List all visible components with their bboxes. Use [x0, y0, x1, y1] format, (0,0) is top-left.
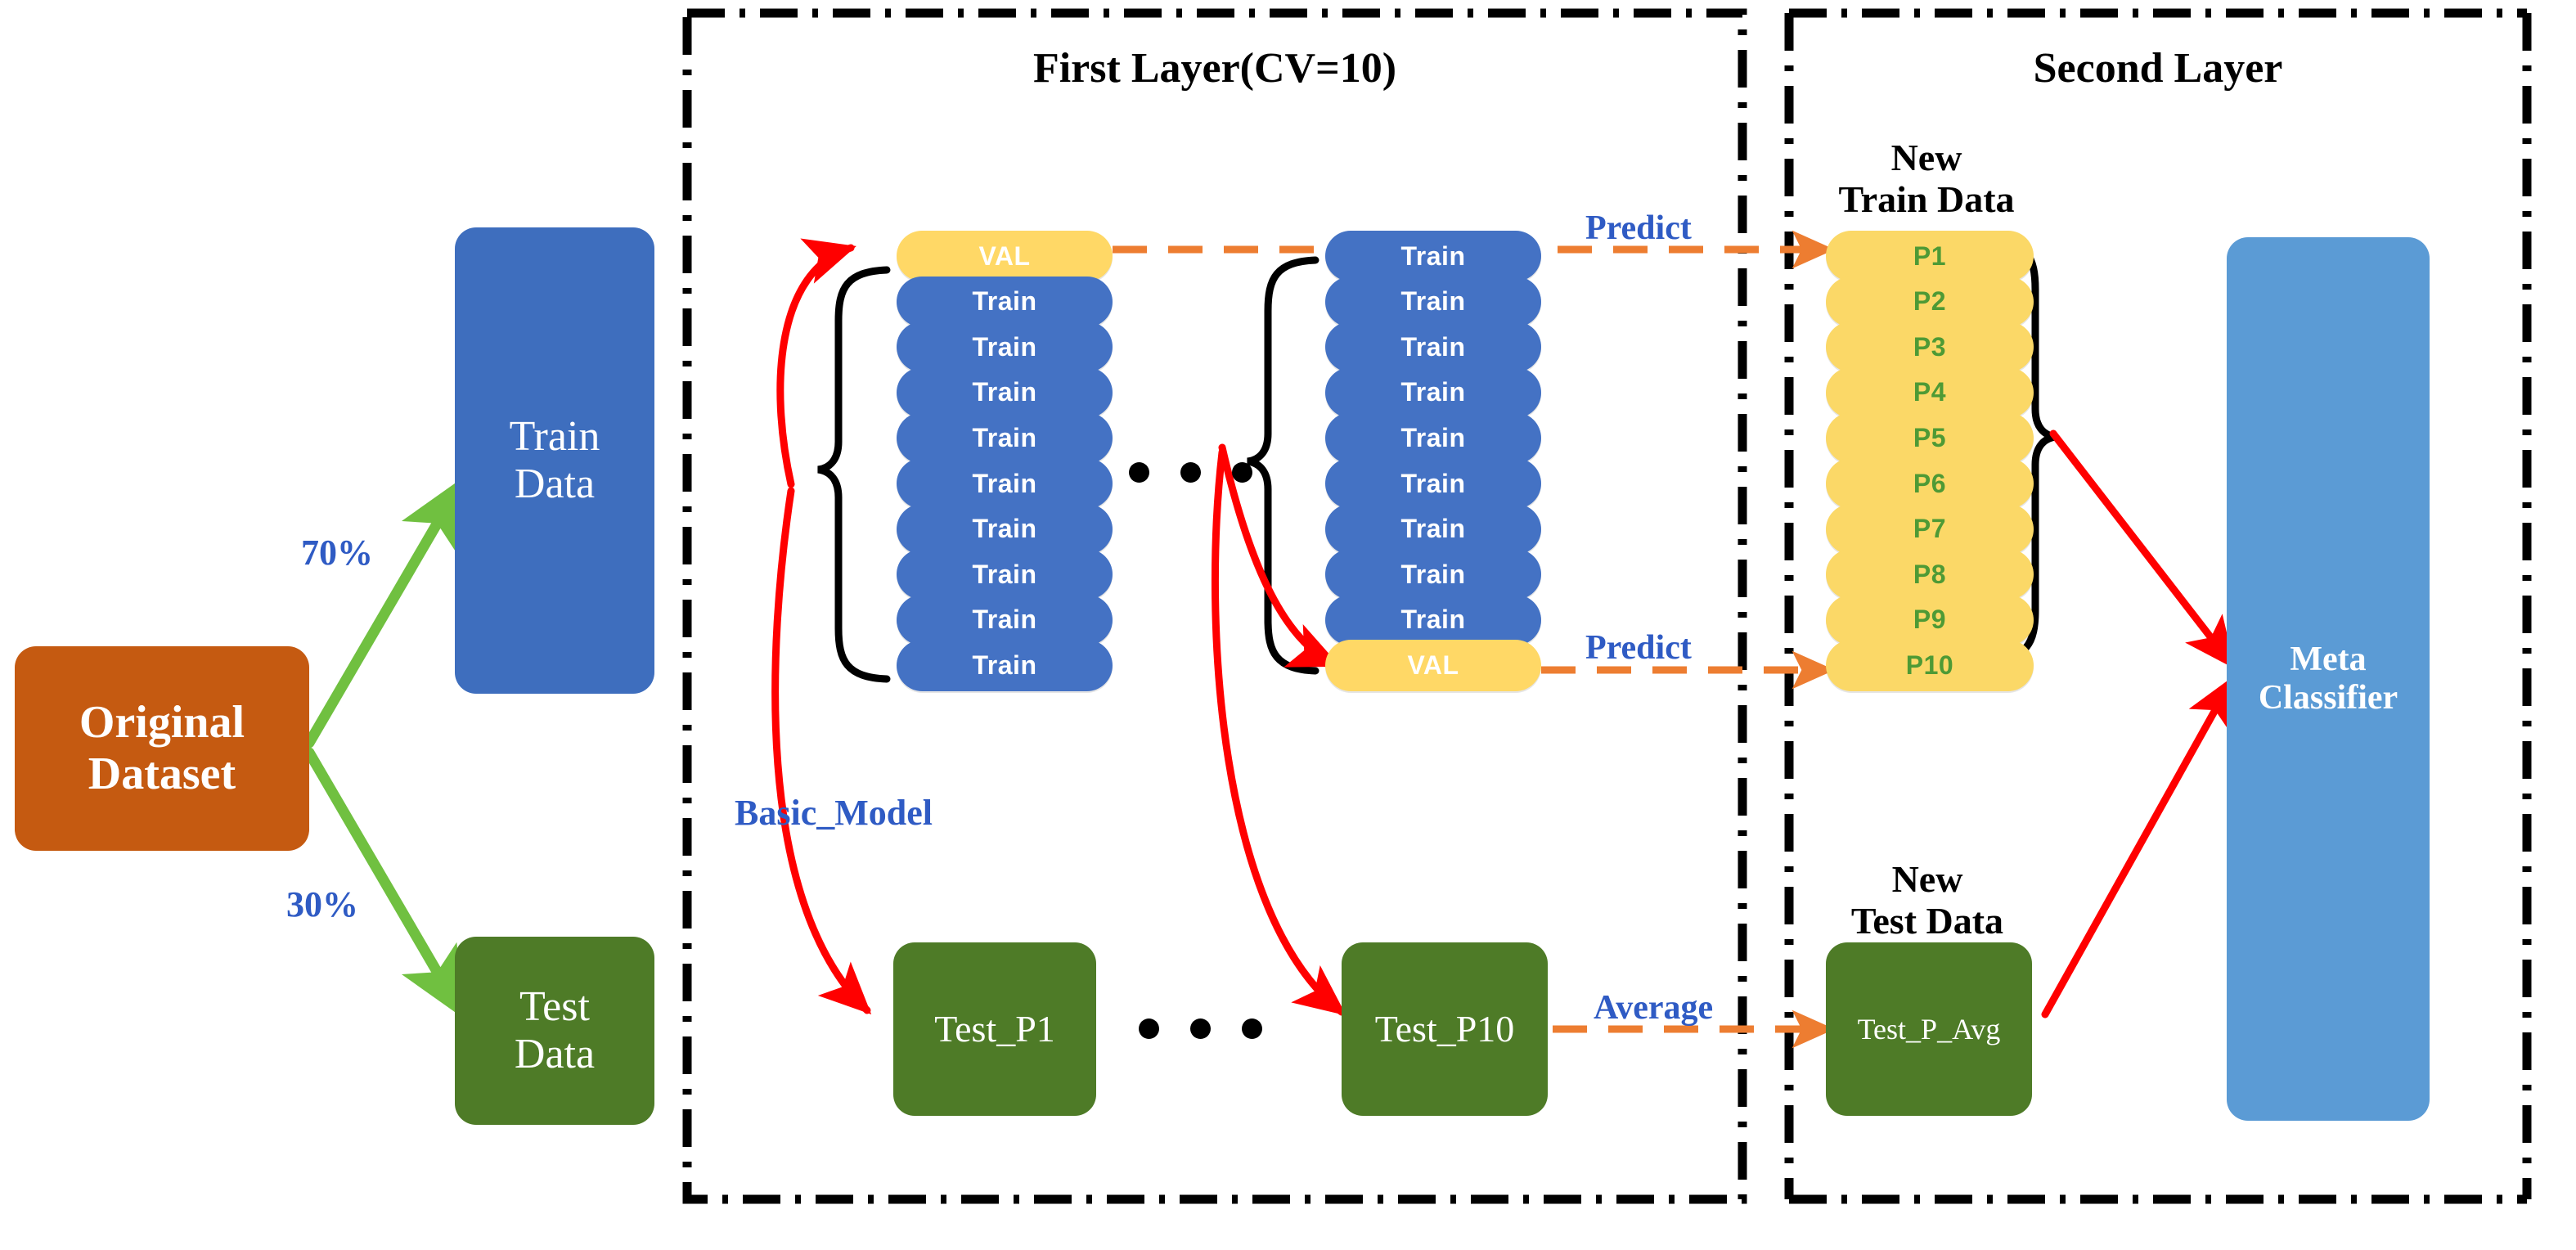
original-dataset-box[interactable]: Original Dataset	[15, 646, 309, 851]
new-train-data-title: New Train Data	[1838, 137, 2015, 220]
fold-last-label-7: Train	[1400, 514, 1466, 544]
fold-last-row-5[interactable]: Train	[1325, 412, 1541, 464]
fold-last-label-5: Train	[1400, 423, 1466, 453]
fold-first-label-2: Train	[972, 286, 1037, 317]
average-label: Average	[1594, 989, 1714, 1027]
fold-first-row-9[interactable]: Train	[897, 594, 1113, 646]
fold-first-label-6: Train	[972, 468, 1037, 498]
fold-last-row-8[interactable]: Train	[1325, 549, 1541, 600]
test-p10-box[interactable]: Test_P10	[1342, 942, 1548, 1116]
fold-last-label-1: Train	[1400, 241, 1466, 271]
train-split-percent-label: 70%	[301, 533, 373, 573]
fold-last-label-10: VAL	[1407, 650, 1459, 681]
fold-first-label-4: Train	[972, 377, 1037, 407]
predict-bottom-label: Predict	[1585, 629, 1692, 667]
second-layer-title: Second Layer	[2033, 45, 2283, 92]
fold-last-label-9: Train	[1400, 605, 1466, 635]
new-test-data-title: New Test Data	[1850, 858, 2004, 942]
new-train-data-label-7: P7	[1913, 514, 1947, 544]
test-p1-box[interactable]: Test_P1	[893, 942, 1096, 1116]
fold-first-row-4[interactable]: Train	[897, 366, 1113, 419]
test-data-box[interactable]: Test Data	[455, 937, 654, 1125]
fold-first-row-5[interactable]: Train	[897, 412, 1113, 464]
fold-last-label-2: Train	[1400, 286, 1466, 317]
new-train-data-row-6[interactable]: P6	[1826, 458, 2034, 510]
fold-ellipsis-dots	[1129, 462, 1252, 483]
fold-last-row-10[interactable]: VAL	[1325, 640, 1541, 691]
fold-last-row-4[interactable]: Train	[1325, 366, 1541, 419]
new-train-data-label-9: P9	[1913, 605, 1947, 635]
test-pred-ellipsis-dots	[1139, 1018, 1262, 1039]
new-train-data-row-10[interactable]: P10	[1826, 640, 2034, 691]
predict-top-label: Predict	[1585, 209, 1692, 247]
meta-classifier-box[interactable]: Meta Classifier	[2227, 237, 2430, 1121]
fold-last-row-3[interactable]: Train	[1325, 321, 1541, 373]
new-train-data-row-9[interactable]: P9	[1826, 594, 2034, 646]
test-split-percent-label: 30%	[286, 884, 358, 924]
fold-first-row-3[interactable]: Train	[897, 321, 1113, 373]
train-data-label: Train Data	[509, 412, 600, 507]
fold-last-row-2[interactable]: Train	[1325, 276, 1541, 327]
new-train-data-label-5: P5	[1913, 423, 1947, 453]
new-train-data-label-2: P2	[1913, 286, 1947, 317]
new-train-data-row-8[interactable]: P8	[1826, 549, 2034, 600]
fold-first-label-1: VAL	[978, 241, 1031, 271]
fold-first-row-1[interactable]: VAL	[897, 231, 1113, 282]
fold-last-label-3: Train	[1400, 331, 1466, 362]
fold-last-label-4: Train	[1400, 377, 1466, 407]
fold-first-label-10: Train	[972, 650, 1037, 681]
new-train-data-label-8: P8	[1913, 559, 1947, 589]
original-dataset-label: Original Dataset	[79, 697, 245, 799]
meta-classifier-label: Meta Classifier	[2258, 640, 2398, 717]
fold-last-row-1[interactable]: Train	[1325, 231, 1541, 282]
fold-first-label-9: Train	[972, 605, 1037, 635]
fold-last-label-8: Train	[1400, 559, 1466, 589]
fold-first-label-7: Train	[972, 514, 1037, 544]
fold-last-label-6: Train	[1400, 468, 1466, 498]
fold-first-label-3: Train	[972, 331, 1037, 362]
fold-first-row-2[interactable]: Train	[897, 276, 1113, 327]
basic-model-label: Basic_Model	[735, 793, 933, 833]
test-p10-label: Test_P10	[1374, 1008, 1515, 1050]
fold-first-row-10[interactable]: Train	[897, 640, 1113, 691]
fold-first-row-8[interactable]: Train	[897, 549, 1113, 600]
fold-last-row-7[interactable]: Train	[1325, 503, 1541, 555]
new-train-data-label-6: P6	[1913, 468, 1947, 498]
new-train-data-row-2[interactable]: P2	[1826, 276, 2034, 327]
new-train-data-row-3[interactable]: P3	[1826, 321, 2034, 373]
new-train-data-row-7[interactable]: P7	[1826, 503, 2034, 555]
new-train-data-label-10: P10	[1905, 650, 1954, 681]
test-p-avg-box[interactable]: Test_P_Avg	[1826, 942, 2032, 1116]
new-train-data-label-4: P4	[1913, 377, 1947, 407]
new-train-data-label-3: P3	[1913, 331, 1947, 362]
test-data-label: Test Data	[514, 982, 596, 1077]
first-layer-title: First Layer(CV=10)	[1032, 45, 1397, 92]
new-train-data-row-5[interactable]: P5	[1826, 412, 2034, 464]
fold-first-label-5: Train	[972, 423, 1037, 453]
test-p1-label: Test_P1	[934, 1008, 1055, 1050]
new-train-data-row-1[interactable]: P1	[1826, 231, 2034, 282]
train-data-box[interactable]: Train Data	[455, 227, 654, 694]
test-p-avg-label: Test_P_Avg	[1857, 1012, 2001, 1045]
fold-first-label-8: Train	[972, 559, 1037, 589]
new-train-data-row-4[interactable]: P4	[1826, 366, 2034, 419]
fold-last-row-9[interactable]: Train	[1325, 594, 1541, 646]
new-train-data-label-1: P1	[1913, 241, 1947, 271]
fold-first-row-7[interactable]: Train	[897, 503, 1113, 555]
fold-first-row-6[interactable]: Train	[897, 458, 1113, 510]
fold-last-row-6[interactable]: Train	[1325, 458, 1541, 510]
